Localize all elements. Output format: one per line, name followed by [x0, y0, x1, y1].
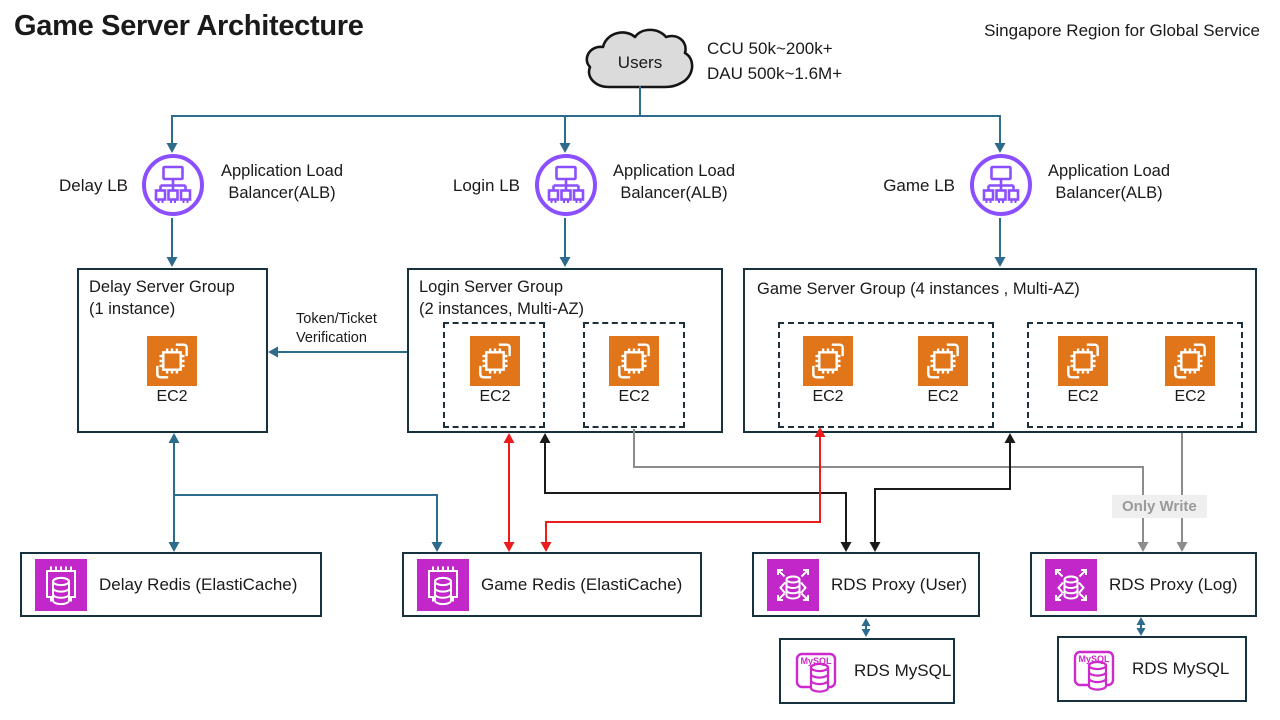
ec2-icon — [609, 336, 659, 386]
mysql-icon-text: MySQL — [1078, 654, 1110, 664]
alb-name-line1: Application Load — [612, 162, 735, 180]
game-alb-name: Application Load Balancer(ALB) — [1033, 160, 1185, 204]
mysql-icon-text: MySQL — [800, 656, 832, 666]
mysql-icon: MySQL — [794, 647, 842, 695]
ec2-instance: EC2 — [609, 336, 659, 406]
group-name: Delay Server Group — [89, 278, 235, 296]
delay-alb-name: Application Load Balancer(ALB) — [206, 160, 358, 204]
ec2-instance: EC2 — [470, 336, 520, 406]
only-write-badge: Only Write — [1112, 495, 1207, 518]
dau-line: DAU 500k~1.6M+ — [707, 64, 843, 83]
login-alb-icon — [533, 152, 599, 218]
game-group-title: Game Server Group (4 instances , Multi-A… — [757, 278, 1080, 300]
elasticache-icon — [417, 559, 469, 611]
ec2-icon — [1058, 336, 1108, 386]
token-line2: Verification — [296, 330, 367, 346]
mysql-db-icon — [794, 647, 842, 695]
delay-redis-label: Delay Redis (ElastiCache) — [99, 574, 298, 594]
rds-mysql-log-box: MySQL RDS MySQL — [1057, 636, 1247, 702]
ec2-label: EC2 — [927, 388, 959, 405]
login-lb-label: Login LB — [452, 176, 520, 195]
delay-alb-icon — [140, 152, 206, 218]
ec2-label: EC2 — [1174, 388, 1206, 405]
ec2-icon — [470, 336, 520, 386]
alb-name-line2: Balancer(ALB) — [228, 184, 336, 202]
ec2-instance: EC2 — [918, 336, 968, 406]
delay-lb-label: Delay LB — [59, 176, 128, 195]
alb-name-line2: Balancer(ALB) — [1055, 184, 1163, 202]
capacity-note: CCU 50k~200k+ DAU 500k~1.6M+ — [707, 36, 842, 86]
group-detail: (1 instance) — [89, 300, 176, 318]
elasticache-icon — [35, 559, 87, 611]
users-label: Users — [617, 53, 663, 72]
ec2-instance: EC2 — [147, 336, 197, 406]
rds-mysql-label: RDS MySQL — [854, 661, 952, 680]
ec2-instance: EC2 — [803, 336, 853, 406]
game-alb-icon — [968, 152, 1034, 218]
group-name: Login Server Group — [419, 278, 563, 296]
ec2-label: EC2 — [1067, 388, 1099, 405]
login-az2-box — [583, 322, 685, 428]
region-note: Singapore Region for Global Service — [984, 21, 1260, 40]
alb-name-line2: Balancer(ALB) — [620, 184, 728, 202]
ec2-label: EC2 — [812, 388, 844, 405]
ec2-label: EC2 — [618, 388, 650, 405]
rds-proxy-icon — [1045, 559, 1097, 611]
alb-name-line1: Application Load — [220, 162, 343, 180]
rds-mysql-label: RDS MySQL — [1132, 659, 1230, 678]
login-server-group-box — [407, 268, 723, 433]
delay-redis-box: Delay Redis (ElastiCache) — [20, 552, 322, 617]
group-name: Game Server Group (4 instances , Multi-A… — [757, 280, 1080, 298]
alb-name-line1: Application Load — [1047, 162, 1170, 180]
ec2-icon — [147, 336, 197, 386]
page-title: Game Server Architecture — [14, 10, 364, 42]
rds-proxy-icon — [767, 559, 819, 611]
game-redis-box: Game Redis (ElastiCache) — [402, 552, 702, 617]
ec2-icon — [918, 336, 968, 386]
rds-proxy-user-label: RDS Proxy (User) — [831, 574, 968, 594]
rds-proxy-user-box: RDS Proxy (User) — [752, 552, 980, 617]
group-detail: (2 instances, Multi-AZ) — [419, 300, 585, 318]
login-alb-name: Application Load Balancer(ALB) — [598, 160, 750, 204]
rds-proxy-log-box: RDS Proxy (Log) — [1030, 552, 1257, 617]
mysql-db-icon — [1072, 645, 1120, 693]
login-az1-box — [443, 322, 545, 428]
ccu-line: CCU 50k~200k+ — [707, 39, 833, 58]
rds-mysql-user-box: MySQL RDS MySQL — [779, 638, 955, 704]
ec2-icon — [1165, 336, 1215, 386]
game-lb-label: Game LB — [883, 176, 955, 195]
token-verification-note: Token/Ticket Verification — [296, 310, 377, 348]
game-az2-box — [1027, 322, 1243, 428]
ec2-label: EC2 — [479, 388, 511, 405]
delay-group-title: Delay Server Group (1 instance) — [89, 276, 235, 320]
rds-proxy-log-label: RDS Proxy (Log) — [1109, 574, 1238, 594]
ec2-label: EC2 — [156, 388, 188, 405]
ec2-instance: EC2 — [1058, 336, 1108, 406]
ec2-icon — [803, 336, 853, 386]
login-group-title: Login Server Group (2 instances, Multi-A… — [419, 276, 584, 320]
mysql-icon: MySQL — [1072, 645, 1120, 693]
game-redis-label: Game Redis (ElastiCache) — [481, 574, 683, 594]
game-az1-box — [778, 322, 994, 428]
users-cloud-icon — [585, 28, 694, 89]
token-line1: Token/Ticket — [296, 311, 377, 327]
ec2-instance: EC2 — [1165, 336, 1215, 406]
